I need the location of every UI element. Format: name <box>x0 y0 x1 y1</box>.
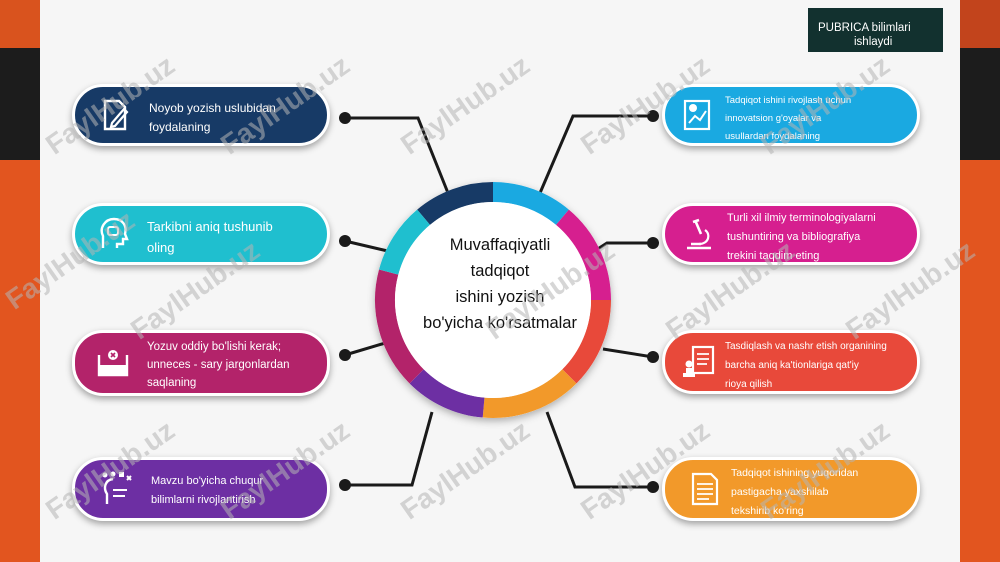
left-orange-band <box>0 160 40 562</box>
right-orange-band <box>960 160 1000 562</box>
card-text: Yozuv oddiy bo'lishi kerak; unneces - sa… <box>147 341 290 389</box>
card-text: Tadqiqot ishining yuqoridan pastigacha y… <box>731 467 859 517</box>
connector-dot <box>647 110 659 122</box>
connector-dot <box>339 479 351 491</box>
head-brain-icon <box>100 217 129 248</box>
ring-segment-teal <box>379 209 431 275</box>
left-orange-edge <box>0 0 40 48</box>
microscope-icon <box>687 218 711 250</box>
connector-left-2 <box>344 239 393 254</box>
center-ring-inner <box>395 202 591 398</box>
card-publication-rules: Tasdiqlash va nashr etish organining bar… <box>662 330 920 394</box>
chart-report-icon <box>683 99 711 131</box>
ring-segment-berry <box>375 269 424 384</box>
ring-segment-orange <box>482 369 577 418</box>
card-deep-knowledge: Mavzu bo'yicha chuqur bilimlarni rivojla… <box>72 457 330 521</box>
card-simple-writing: Yozuv oddiy bo'lishi kerak; unneces - sa… <box>72 330 330 396</box>
left-dark-edge <box>0 48 40 160</box>
head-ideas-icon <box>102 471 132 504</box>
connector-dot <box>647 351 659 363</box>
card-understand-content: Tarkibni aniq tushunib oling <box>72 203 330 265</box>
card-text: Tarkibni aniq tushunib oling <box>147 219 273 255</box>
center-ring-segments <box>375 182 611 418</box>
card-text: Noyob yozish uslubidan foydalaning <box>149 101 276 134</box>
connector-right-1 <box>538 114 653 194</box>
connector-dot <box>339 349 351 361</box>
connector-dot <box>339 235 351 247</box>
ring-segment-purple <box>409 369 485 418</box>
ring-segment-blue <box>492 182 569 226</box>
connector-dot <box>339 112 351 124</box>
card-text: Turli xil ilmiy terminologiyalarni tushu… <box>727 212 876 262</box>
ring-segment-red <box>562 299 611 384</box>
right-dark-edge <box>960 48 1000 160</box>
pubrica-badge: PUBRICA bilimlari ishlaydi <box>808 8 943 52</box>
card-innovative-ideas: Tadqiqot ishini rivojlash uchun innovats… <box>662 84 920 146</box>
badge-line-1: PUBRICA bilimlari <box>818 22 911 34</box>
connector-dot <box>647 237 659 249</box>
center-title: Muvaffaqiyatli tadqiqot ishini yozish bo… <box>423 236 577 332</box>
ring-segment-magenta <box>555 209 611 301</box>
trash-bin-icon <box>97 350 129 377</box>
right-orange-edge <box>960 0 1000 48</box>
connector-right-3 <box>602 347 654 359</box>
ring-segment-navy <box>417 182 494 226</box>
card-text: Tasdiqlash va nashr etish organining bar… <box>725 341 887 390</box>
certificate-stamp-icon <box>683 345 715 377</box>
connector-right-4 <box>545 411 653 489</box>
connector-dot <box>647 481 659 493</box>
connector-left-1 <box>345 116 450 194</box>
connector-left-4 <box>345 411 434 487</box>
card-unique-style: Noyob yozish uslubidan foydalaning <box>72 84 330 146</box>
badge-line-2: ishlaydi <box>854 36 893 48</box>
card-check-thoroughly: Tadqiqot ishining yuqoridan pastigacha y… <box>662 457 920 521</box>
card-terminology: Turli xil ilmiy terminologiyalarni tushu… <box>662 203 920 265</box>
document-lines-icon <box>691 472 719 506</box>
document-pen-icon <box>103 99 129 131</box>
card-text: Tadqiqot ishini rivojlash uchun innovats… <box>725 95 852 142</box>
card-text: Mavzu bo'yicha chuqur bilimlarni rivojla… <box>151 475 264 506</box>
